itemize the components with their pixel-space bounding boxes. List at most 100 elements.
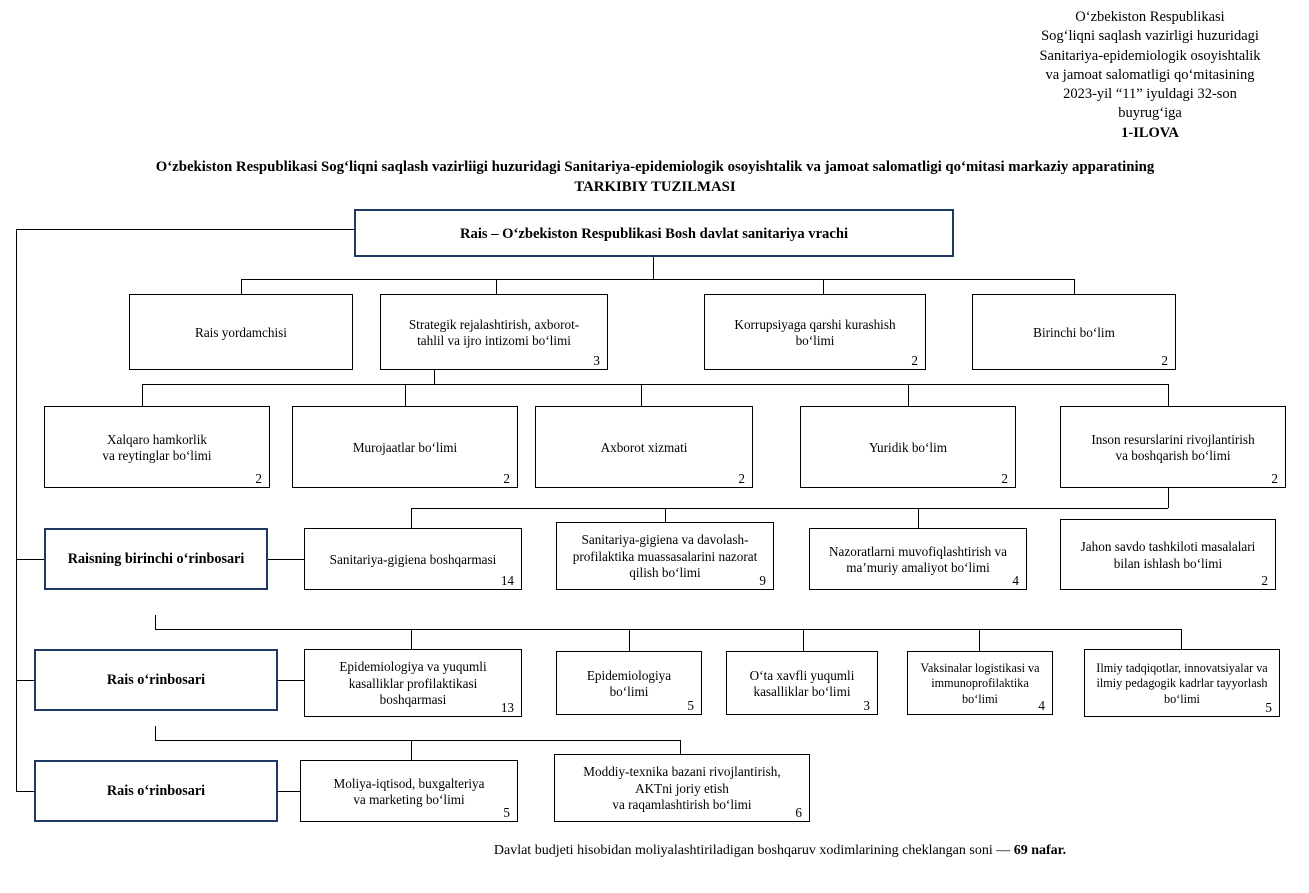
page-title: O‘zbekiston Respublikasi Sog‘liqni saqla…: [30, 157, 1280, 198]
connector-level3-bus: [142, 384, 1168, 385]
connector-first-deputy-drop-2: [665, 508, 666, 522]
connector-first-deputy-drop-1: [411, 508, 412, 528]
org-node-murojaatlar[interactable]: Murojaatlar bo‘limi 2: [292, 406, 518, 488]
header-line-2: Sog‘liqni saqlash vazirligi huzuridagi: [1041, 28, 1259, 45]
org-node-label: Murojaatlar bo‘limi: [352, 439, 458, 455]
connector-first-deputy-feed: [1168, 488, 1169, 508]
connector-left-spine: [16, 229, 17, 792]
org-node-label: Moliya-iqtisod, buxgalteriya va marketin…: [333, 775, 485, 808]
org-node-count: 5: [503, 804, 510, 820]
connector-spine-to-deputy-fin: [16, 791, 44, 792]
org-node-inson-resurslari[interactable]: Inson resurslarini rivojlantirish va bos…: [1060, 406, 1286, 488]
connector-deputy-fin-arm: [268, 791, 304, 792]
connector-level2-drop-4: [1074, 279, 1075, 294]
org-node-label: Jahon savdo tashkiloti masalalari bilan …: [1080, 539, 1256, 571]
header-line-3: Sanitariya-epidemiologik osoyishtalik: [1039, 47, 1261, 64]
header-line-1: O‘zbekiston Respublikasi: [1075, 9, 1225, 25]
connector-root-left-arm: [16, 229, 354, 230]
page-title-line-2: TARKIBIY TUZILMASI: [574, 179, 736, 196]
org-node-vaksinalar-logistikasi[interactable]: Vaksinalar logistikasi va immunoprofilak…: [907, 651, 1053, 715]
org-node-epidemiologiya-boshqarmasi[interactable]: Epidemiologiya va yuqumli kasalliklar pr…: [304, 649, 522, 717]
org-node-label: Epidemiologiya va yuqumli kasalliklar pr…: [339, 659, 487, 708]
connector-deputy-fin-drop-2: [680, 740, 681, 754]
org-node-count: 6: [795, 804, 802, 820]
org-node-sanitariya-gigiena-davolash[interactable]: Sanitariya-gigiena va davolash- profilak…: [556, 522, 774, 590]
org-node-label: Ilmiy tadqiqotlar, innovatsiyalar va ilm…: [1096, 661, 1268, 706]
org-node-count: 2: [1161, 352, 1168, 368]
connector-root-down: [653, 257, 654, 279]
org-node-label: Axborot xizmati: [600, 439, 688, 455]
org-node-count: 2: [255, 470, 262, 486]
header-line-4: va jamoat salomatligi qo‘mitasining: [1045, 66, 1255, 83]
org-node-count: 5: [1265, 699, 1272, 715]
connector-spine-to-first-deputy: [16, 559, 44, 560]
org-node-strategik-rejalashtirish[interactable]: Strategik rejalashtirish, axborot- tahli…: [380, 294, 608, 370]
org-node-label: Korrupsiyaga qarshi kurashish bo‘limi: [734, 316, 896, 349]
connector-deputy-epi-drop-2: [629, 629, 630, 651]
connector-deputy-epi-feed: [155, 615, 156, 629]
connector-level2-bus: [241, 279, 1074, 280]
connector-level3-drop-2: [405, 384, 406, 406]
footer-note: Davlat budjeti hisobidan moliyalashtiril…: [300, 843, 1260, 859]
connector-deputy-epi-drop-3: [803, 629, 804, 651]
connector-deputy-fin-drop-1: [411, 740, 412, 760]
connector-spine-to-deputy-epi: [16, 680, 44, 681]
connector-level3-drop-5: [1168, 384, 1169, 406]
org-node-epidemiologiya-bolimi[interactable]: Epidemiologiya bo‘limi 5: [556, 651, 702, 715]
org-node-count: 2: [911, 352, 918, 368]
org-node-korrupsiyaga-qarshi[interactable]: Korrupsiyaga qarshi kurashish bo‘limi 2: [704, 294, 926, 370]
org-node-count: 2: [1261, 572, 1268, 588]
org-node-axborot-xizmati[interactable]: Axborot xizmati 2: [535, 406, 753, 488]
org-node-label: Moddiy-texnika bazani rivojlantirish, AK…: [583, 764, 781, 813]
page-title-line-1: O‘zbekiston Respublikasi Sog‘liqni saqla…: [155, 159, 1155, 175]
footer-note-total: 69 nafar.: [1013, 843, 1067, 858]
org-node-ilmiy-tadqiqotlar[interactable]: Ilmiy tadqiqotlar, innovatsiyalar va ilm…: [1084, 649, 1280, 717]
connector-deputy-epi-arm: [268, 680, 304, 681]
org-node-nazoratlarni-muvofiqlashtirish[interactable]: Nazoratlarni muvofiqlashtirish va ma’mur…: [809, 528, 1027, 590]
org-node-label: Birinchi bo‘lim: [1033, 324, 1115, 340]
connector-first-deputy-arm: [268, 559, 304, 560]
connector-level3-feed: [434, 370, 435, 384]
connector-first-deputy-drop-3: [918, 508, 919, 528]
org-node-label: Raisning birinchi o‘rinbosari: [67, 551, 245, 568]
org-node-count: 13: [500, 699, 514, 715]
org-node-count: 4: [1012, 572, 1019, 588]
connector-level2-drop-3: [823, 279, 824, 294]
org-node-label: Rais o‘rinbosari: [106, 783, 206, 800]
connector-level3-drop-3: [641, 384, 642, 406]
org-node-label: Strategik rejalashtirish, axborot- tahli…: [408, 316, 580, 349]
connector-deputy-fin-bus: [155, 740, 680, 741]
connector-deputy-epi-bus: [155, 629, 1181, 630]
header-line-5: 2023-yil “11” iyuldagi 32-son: [1063, 86, 1237, 103]
org-node-count: 3: [863, 697, 870, 713]
footer-note-text: Davlat budjeti hisobidan moliyalashtiril…: [493, 843, 1014, 858]
org-node-count: 4: [1038, 697, 1045, 713]
connector-level3-drop-1: [142, 384, 143, 406]
org-node-jahon-savdo-tashkiloti[interactable]: Jahon savdo tashkiloti masalalari bilan …: [1060, 519, 1276, 590]
org-node-count: 14: [500, 572, 514, 588]
org-node-rais-yordamchisi[interactable]: Rais yordamchisi: [129, 294, 353, 370]
org-node-count: 2: [1271, 470, 1278, 486]
connector-deputy-epi-drop-1: [411, 629, 412, 649]
org-node-count: 2: [1001, 470, 1008, 486]
org-node-sanitariya-gigiena-boshqarmasi[interactable]: Sanitariya-gigiena boshqarmasi 14: [304, 528, 522, 590]
org-node-yuridik-bolim[interactable]: Yuridik bo‘lim 2: [800, 406, 1016, 488]
org-node-deputy-fin[interactable]: Rais o‘rinbosari: [34, 760, 278, 822]
connector-first-deputy-bus: [411, 508, 1168, 509]
org-node-label: Epidemiologiya bo‘limi: [586, 667, 672, 700]
org-node-count: 5: [687, 697, 694, 713]
org-node-moliya-iqtisod[interactable]: Moliya-iqtisod, buxgalteriya va marketin…: [300, 760, 518, 822]
org-node-chief[interactable]: Rais – O‘zbekiston Respublikasi Bosh dav…: [354, 209, 954, 257]
org-node-moddiy-texnika[interactable]: Moddiy-texnika bazani rivojlantirish, AK…: [554, 754, 810, 822]
connector-level3-drop-4: [908, 384, 909, 406]
org-node-label: Rais o‘rinbosari: [106, 672, 206, 689]
org-node-ota-xavfli-yuqumli[interactable]: O‘ta xavfli yuqumli kasalliklar bo‘limi …: [726, 651, 878, 715]
org-node-first-deputy[interactable]: Raisning birinchi o‘rinbosari: [44, 528, 268, 590]
org-node-birinchi-bolim[interactable]: Birinchi bo‘lim 2: [972, 294, 1176, 370]
org-node-count: 3: [593, 352, 600, 368]
org-node-deputy-epi[interactable]: Rais o‘rinbosari: [34, 649, 278, 711]
connector-deputy-fin-feed: [155, 726, 156, 740]
org-node-xalqaro-hamkorlik[interactable]: Xalqaro hamkorlik va reytinglar bo‘limi …: [44, 406, 270, 488]
document-header: O‘zbekiston Respublikasi Sog‘liqni saqla…: [1000, 8, 1300, 143]
org-node-label: Rais yordamchisi: [195, 324, 287, 340]
